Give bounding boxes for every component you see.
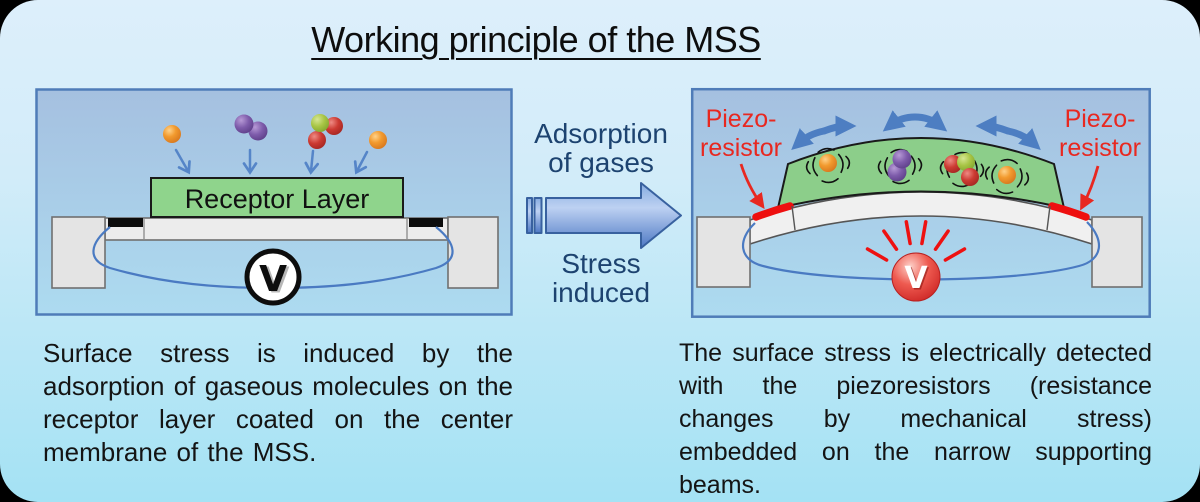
left-diagram-panel: Receptor Layer V V bbox=[35, 88, 513, 316]
right-diagram-panel: Piezo- resistor Piezo- resistor V V bbox=[690, 87, 1151, 318]
right-caption: The surface stress is electrically detec… bbox=[679, 339, 1152, 499]
stress-double-arrows-icon bbox=[791, 110, 1041, 151]
piezo-left-label-line2: resistor bbox=[700, 134, 782, 162]
figure-title: Working principle of the MSS bbox=[311, 19, 761, 60]
transition-top-label: Adsorption of gases bbox=[534, 118, 668, 178]
receptor-layer bbox=[150, 177, 404, 218]
voltmeter-label: V bbox=[259, 259, 287, 300]
support-left bbox=[51, 216, 106, 289]
beam-joint-left bbox=[791, 205, 796, 231]
piezoresistor-left-icon bbox=[752, 202, 794, 221]
support-right bbox=[1091, 216, 1143, 288]
piezoresistor-right-icon bbox=[409, 218, 443, 227]
piezo-labels: Piezo- resistor Piezo- resistor bbox=[700, 105, 1141, 162]
receptor-layer-label: Receptor Layer bbox=[185, 184, 370, 214]
left-caption: Surface stress is induced by the adsorpt… bbox=[43, 338, 513, 467]
piezo-left-label-line1: Piezo- bbox=[706, 105, 777, 133]
voltmeter-signal-rays-icon bbox=[865, 220, 967, 262]
voltmeter-icon: V V bbox=[244, 248, 302, 306]
gas-molecules-icon bbox=[163, 114, 387, 149]
svg-text:V: V bbox=[906, 263, 930, 298]
piezoresistor-right-icon bbox=[1048, 202, 1090, 221]
voltmeter-icon: V V bbox=[891, 252, 941, 302]
svg-text:V: V bbox=[262, 261, 290, 302]
adsorbed-molecules-icon bbox=[803, 144, 1032, 198]
transition-bottom-label: Stress induced bbox=[551, 248, 651, 308]
support-right bbox=[447, 216, 499, 289]
voltmeter-label: V bbox=[904, 261, 928, 296]
piezo-right-label-line1: Piezo- bbox=[1065, 105, 1136, 133]
membrane-beam bbox=[104, 217, 449, 241]
striped-right-arrow-icon bbox=[526, 182, 682, 249]
piezo-pointer-arrows-icon bbox=[739, 163, 1100, 211]
adsorption-arrows-icon bbox=[174, 148, 369, 175]
piezo-right-label-line2: resistor bbox=[1059, 134, 1141, 162]
beam-joint-right bbox=[1046, 205, 1051, 231]
piezoresistor-left-icon bbox=[108, 218, 143, 227]
support-left bbox=[696, 216, 751, 288]
